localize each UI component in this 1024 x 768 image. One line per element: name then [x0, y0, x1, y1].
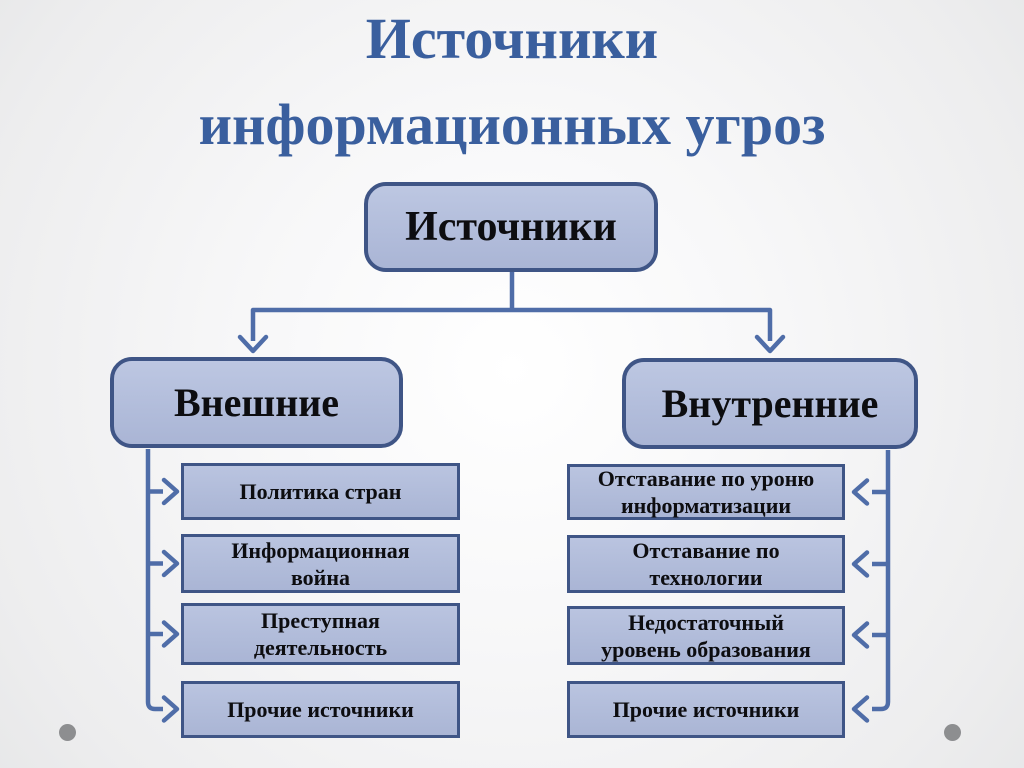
arrow-left-icon: [851, 550, 870, 578]
branch-split-line: [250, 307, 773, 341]
external-item-2-label: Информационная война: [231, 537, 410, 590]
internal-item-3-label: Недостаточный уровень образования: [601, 609, 811, 662]
internal-branch-rail: [851, 450, 891, 723]
external-item-4: Прочие источники: [181, 681, 460, 738]
external-rail-line: [145, 449, 163, 712]
external-item-1: Политика стран: [181, 463, 460, 520]
root-node-label: Источники: [405, 204, 617, 250]
internal-item-4: Прочие источники: [567, 681, 845, 738]
slide-title-line1: Источники: [365, 6, 659, 71]
slide-title-line2: информационных угроз: [198, 92, 826, 157]
arrow-left-icon: [851, 621, 870, 649]
branch-node-external-label: Внешние: [173, 380, 340, 425]
external-item-1-label: Политика стран: [239, 479, 402, 504]
external-branch-rail: [145, 449, 180, 723]
internal-item-3: Недостаточный уровень образования: [567, 606, 845, 665]
internal-item-1-label: Отставание по уроню информатизации: [597, 466, 815, 518]
arrow-right-icon: [161, 549, 180, 578]
external-item-2: Информационная война: [181, 534, 460, 593]
internal-item-2-label: Отставание по технологии: [632, 538, 780, 590]
branch-node-external: Внешние: [110, 357, 403, 448]
external-item-4-label: Прочие источники: [227, 697, 414, 722]
arrow-down-external-icon: [237, 334, 269, 354]
external-item-3-label: Преступная деятельность: [253, 608, 388, 660]
internal-rail-line: [872, 450, 891, 712]
decor-dot-right: [944, 724, 961, 741]
external-item-3: Преступная деятельность: [181, 603, 460, 665]
root-node: Источники: [364, 182, 658, 272]
branch-node-internal-label: Внутренние: [661, 381, 879, 426]
arrow-left-icon: [851, 695, 870, 723]
arrow-left-icon: [851, 478, 870, 506]
arrow-right-icon: [161, 477, 180, 506]
branch-node-internal: Внутренние: [622, 358, 918, 449]
internal-item-1: Отставание по уроню информатизации: [567, 464, 845, 520]
arrow-down-internal-icon: [754, 334, 786, 354]
internal-item-4-label: Прочие источники: [612, 697, 800, 722]
arrow-right-icon: [161, 695, 180, 723]
arrow-right-icon: [161, 620, 180, 648]
decor-dot-left: [59, 724, 76, 741]
internal-item-2: Отставание по технологии: [567, 535, 845, 593]
root-connector: [237, 272, 786, 354]
slide-title: Источники информационных угроз: [0, 0, 1024, 168]
